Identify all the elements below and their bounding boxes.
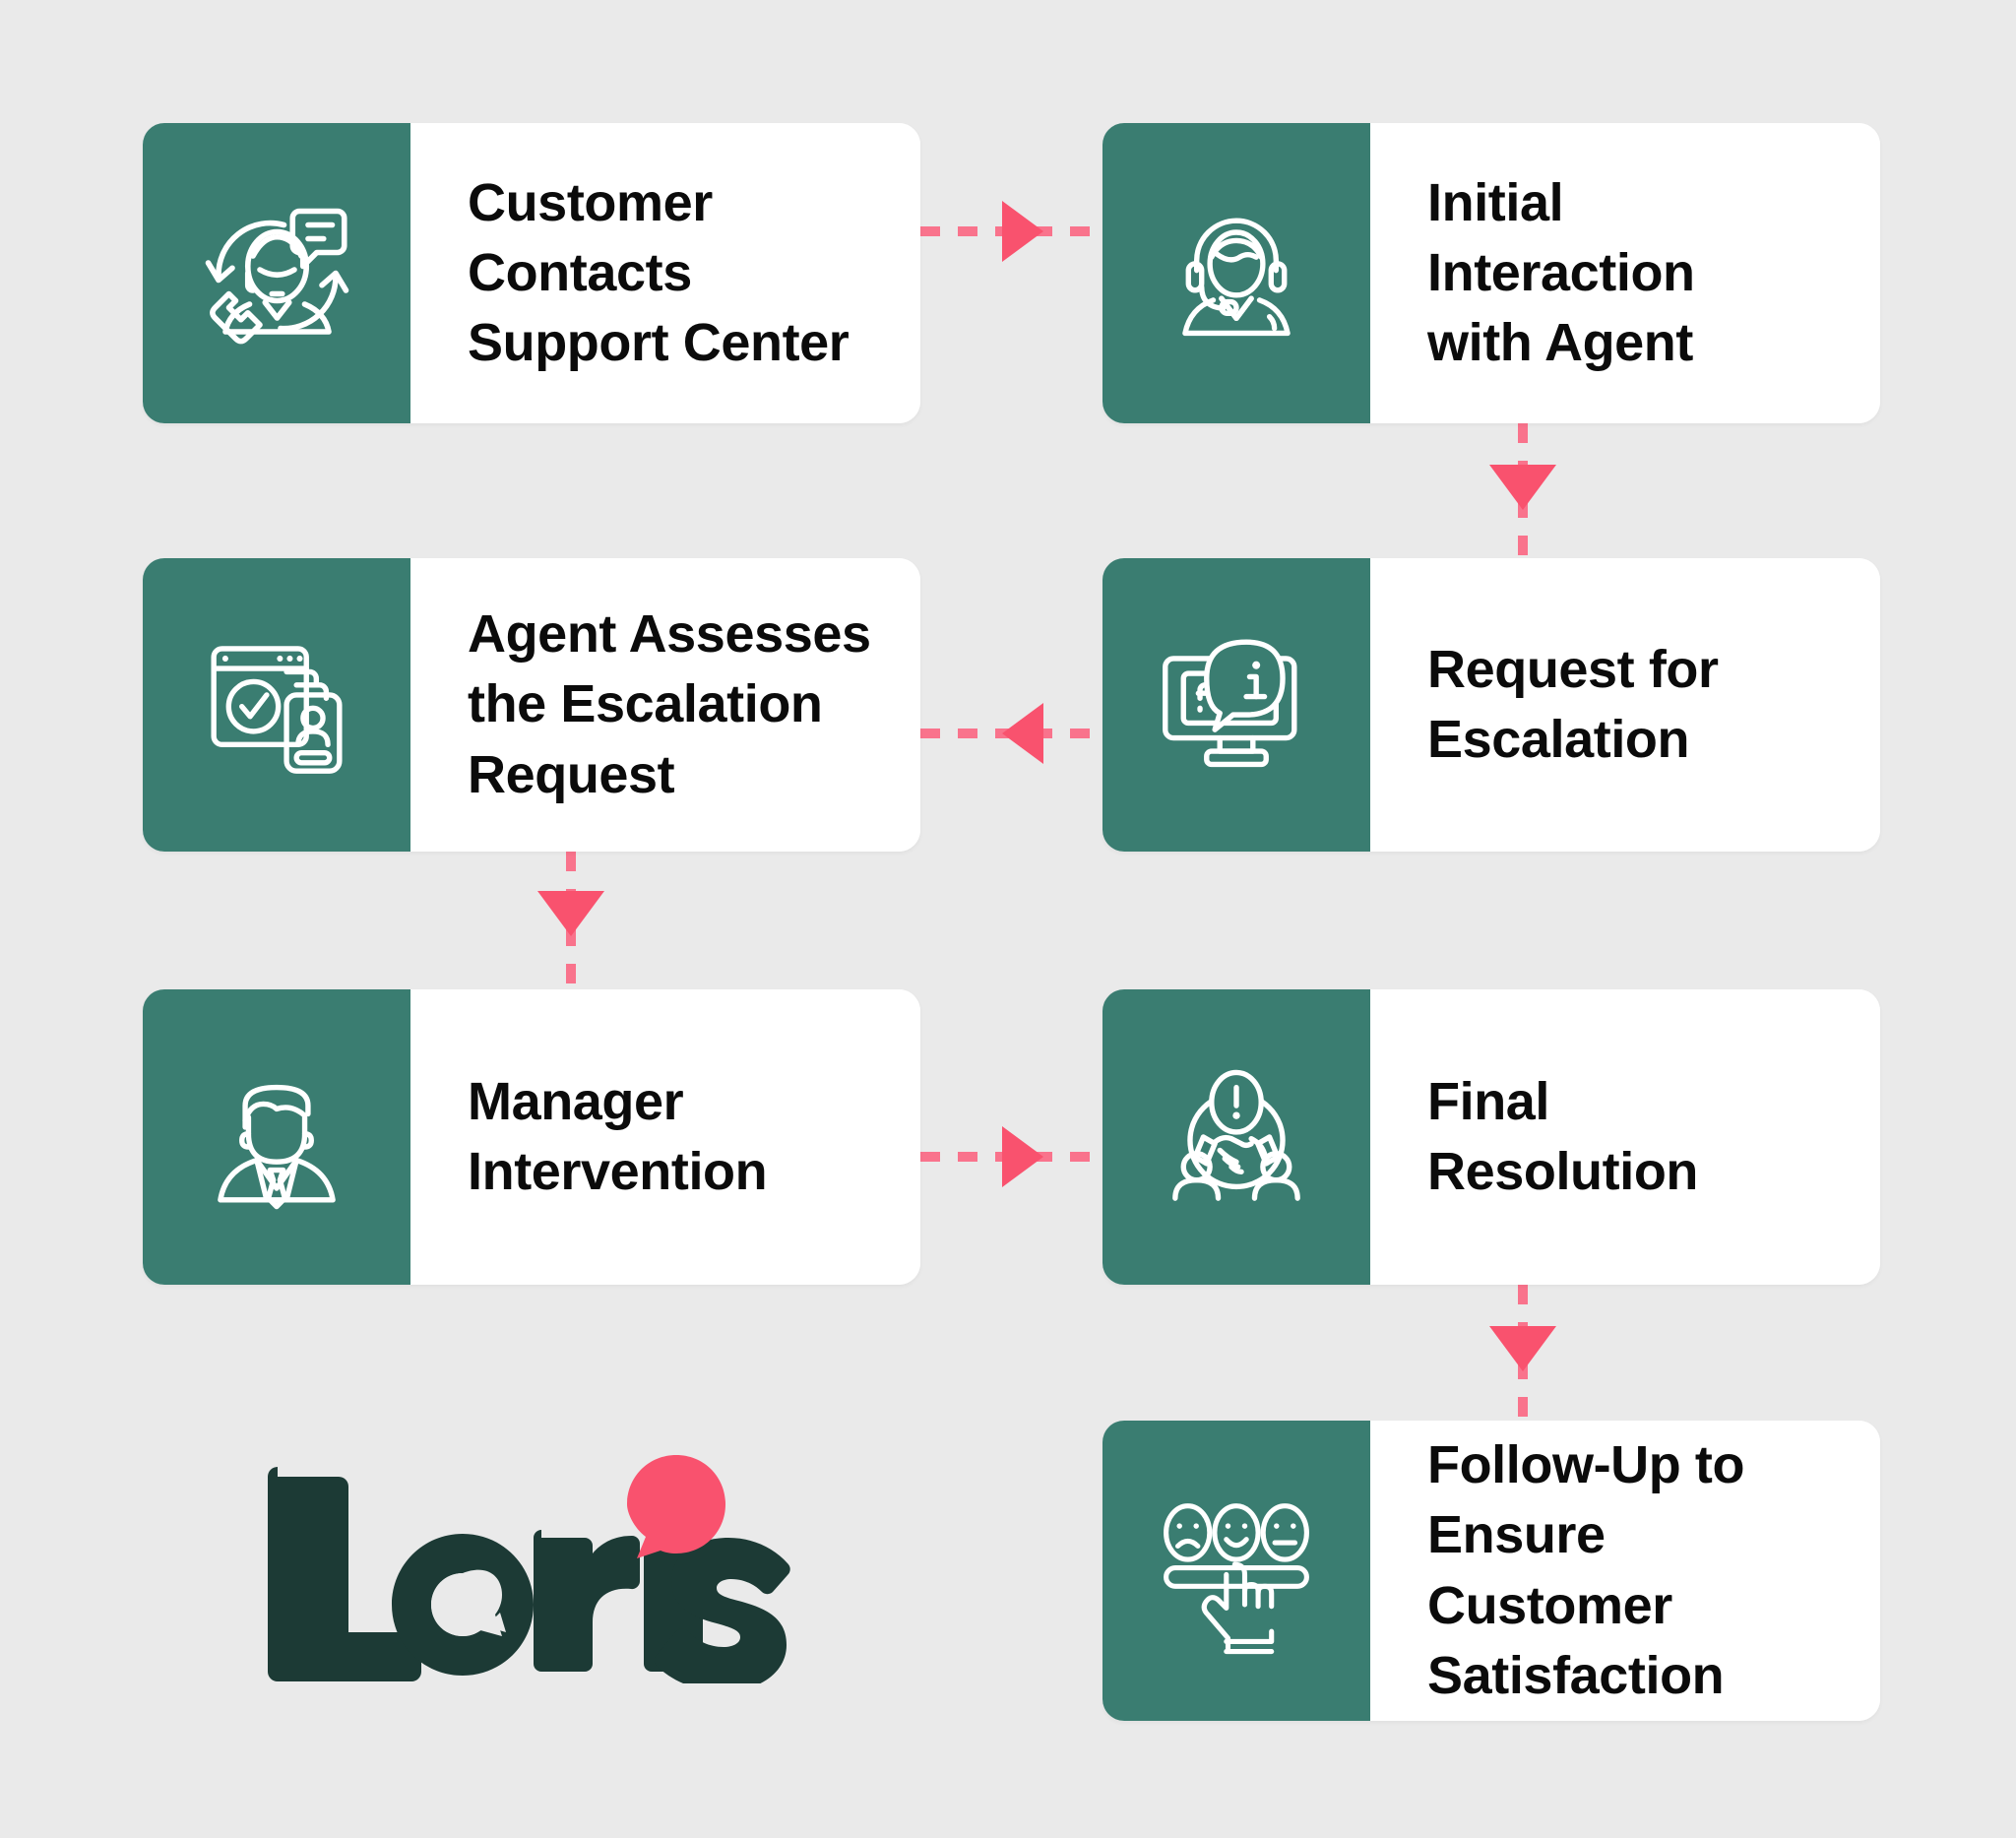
step-label: Request for Escalation	[1427, 639, 1719, 769]
manager-suit-icon	[143, 989, 410, 1285]
step-label: Follow-Up to Ensure Customer Satisfactio…	[1427, 1434, 1745, 1705]
loris-logo[interactable]	[258, 1447, 809, 1691]
step-card-initial-interaction-with-agent[interactable]: Initial Interaction with Agent	[1102, 123, 1880, 423]
satisfaction-rating-faces-icon	[1102, 1421, 1370, 1721]
step-label: Agent Assesses the Escalation Request	[468, 604, 871, 804]
step-card-manager-intervention[interactable]: Manager Intervention	[143, 989, 920, 1285]
step-card-customer-contacts-support-center[interactable]: Customer Contacts Support Center	[143, 123, 920, 423]
connector-step4-to-step5-arrowhead	[537, 891, 604, 936]
connector-step3-to-step4-arrowhead	[1002, 703, 1043, 764]
step-label: Initial Interaction with Agent	[1427, 172, 1695, 373]
connector-step6-to-step7-arrowhead	[1489, 1326, 1556, 1371]
step-card-body: Agent Assesses the Escalation Request	[410, 558, 920, 852]
step-card-body: Customer Contacts Support Center	[410, 123, 920, 423]
connector-step5-to-step6-arrowhead	[1002, 1126, 1043, 1187]
step-label: Manager Intervention	[468, 1071, 768, 1201]
step-card-follow-up-to-ensure-customer-satisfaction[interactable]: Follow-Up to Ensure Customer Satisfactio…	[1102, 1421, 1880, 1721]
connector-step2-to-step3-arrowhead	[1489, 465, 1556, 510]
agent-headset-icon	[1102, 123, 1370, 423]
customer-support-headset-phone-icon	[143, 123, 410, 423]
connector-step1-to-step2-arrowhead	[1002, 201, 1043, 262]
step-card-body: Follow-Up to Ensure Customer Satisfactio…	[1370, 1421, 1880, 1721]
step-card-body: Manager Intervention	[410, 989, 920, 1285]
window-checkmark-profile-icon	[143, 558, 410, 852]
step-card-body: Request for Escalation	[1370, 558, 1880, 852]
step-label: Final Resolution	[1427, 1071, 1698, 1201]
handshake-alert-icon	[1102, 989, 1370, 1285]
step-label: Customer Contacts Support Center	[468, 172, 850, 373]
step-card-body: Final Resolution	[1370, 989, 1880, 1285]
step-card-request-for-escalation[interactable]: Request for Escalation	[1102, 558, 1880, 852]
step-card-body: Initial Interaction with Agent	[1370, 123, 1880, 423]
step-card-final-resolution[interactable]: Final Resolution	[1102, 989, 1880, 1285]
step-card-agent-assesses-the-escalation-request[interactable]: Agent Assesses the Escalation Request	[143, 558, 920, 852]
monitor-info-bubble-icon	[1102, 558, 1370, 852]
